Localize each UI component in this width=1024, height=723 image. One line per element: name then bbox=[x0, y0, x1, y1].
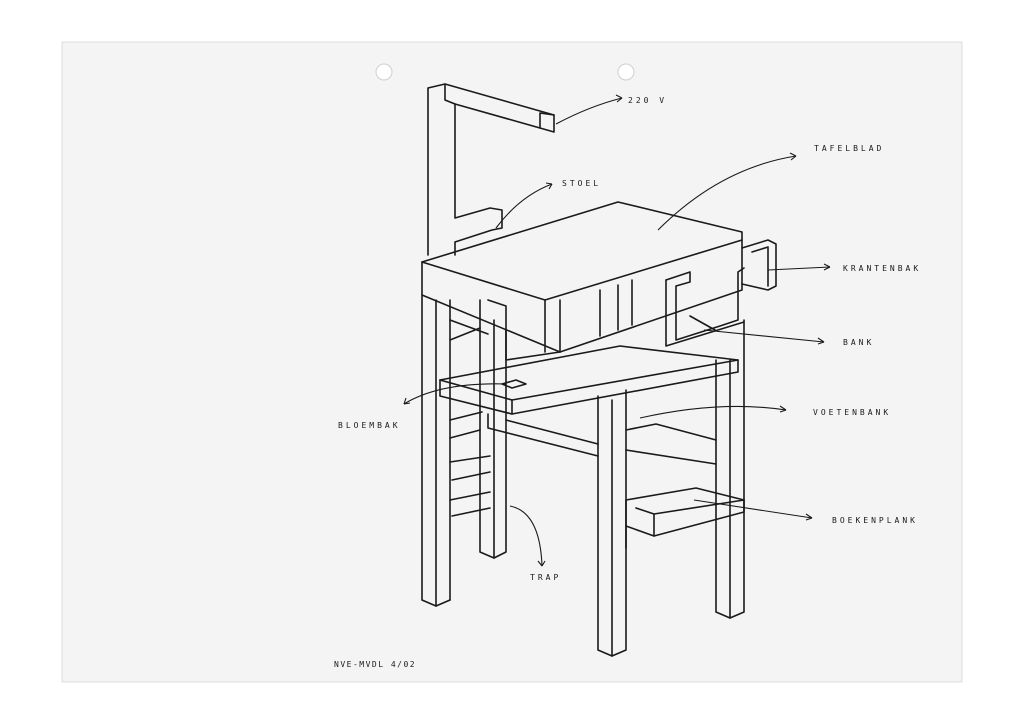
arrow-footrest bbox=[639, 405, 787, 419]
chair-back bbox=[427, 83, 555, 256]
arrow-table-top bbox=[657, 155, 797, 231]
label-newspaper-rack: KRANTENBAK bbox=[843, 264, 921, 273]
label-bookshelf: BOEKENPLANK bbox=[832, 516, 918, 525]
arrow-bench bbox=[703, 329, 825, 343]
arrow-power bbox=[555, 97, 623, 125]
lower-table bbox=[439, 345, 739, 415]
label-table-top: TAFELBLAD bbox=[814, 144, 884, 153]
punch-hole-left bbox=[375, 63, 393, 81]
punch-hole-right bbox=[617, 63, 635, 81]
bench bbox=[665, 267, 745, 347]
arrow-stairs bbox=[509, 505, 543, 567]
annotation-arrows bbox=[403, 94, 831, 567]
stairs-frame bbox=[421, 294, 561, 607]
newspaper-rack bbox=[741, 239, 777, 291]
label-footrest: VOETENBANK bbox=[813, 408, 891, 417]
front-legs bbox=[597, 319, 745, 657]
label-power: 220 V bbox=[628, 96, 667, 105]
bookshelf bbox=[625, 487, 745, 549]
arrow-flower-box bbox=[403, 383, 507, 405]
label-flower-box: BLOEMBAK bbox=[338, 421, 401, 430]
arrow-bookshelf bbox=[693, 499, 813, 519]
label-bench: BANK bbox=[843, 338, 874, 347]
label-chair: STOEL bbox=[562, 179, 601, 188]
label-stairs: TRAP bbox=[530, 573, 561, 582]
arrow-newspaper-rack bbox=[767, 266, 831, 271]
signature: NVE-MVDL 4/02 bbox=[334, 660, 416, 669]
footrest bbox=[487, 413, 717, 465]
arrow-chair bbox=[495, 183, 553, 229]
paper-sheet bbox=[61, 41, 963, 683]
